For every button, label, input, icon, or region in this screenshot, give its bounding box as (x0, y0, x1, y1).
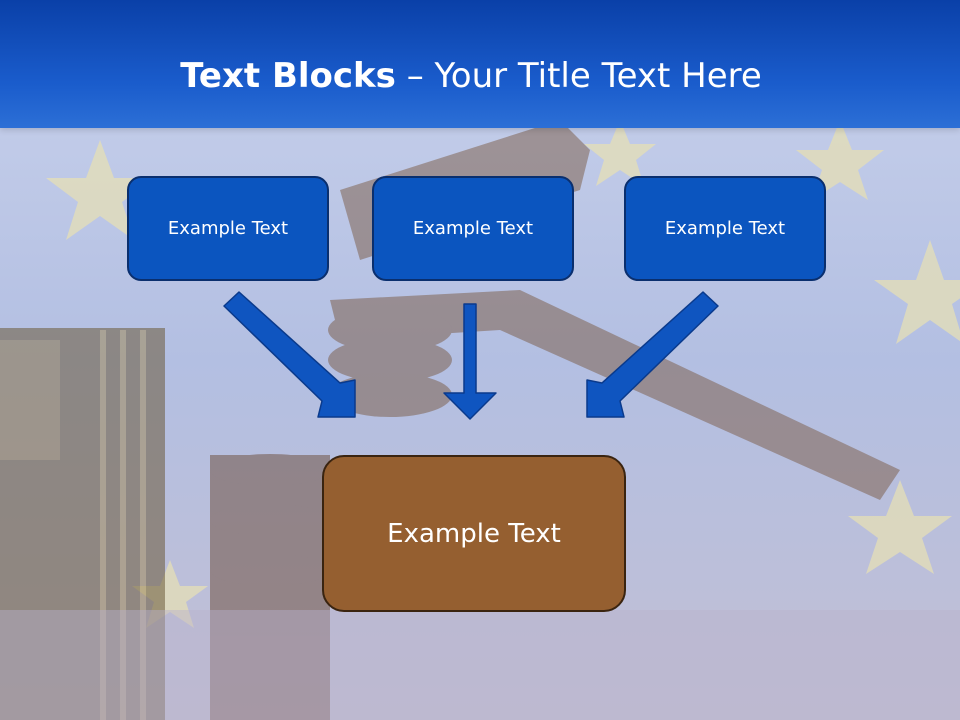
title-bold-text: Text Blocks (180, 56, 396, 96)
title-rest-text: Your Title Text Here (434, 56, 762, 96)
star-shape (848, 480, 952, 574)
star-shape (584, 120, 656, 186)
text-block-1-label: Example Text (167, 218, 289, 239)
result-block-label: Example Text (387, 518, 561, 549)
text-block-2-label: Example Text (412, 218, 534, 239)
text-block-3[interactable]: Example Text (624, 176, 826, 281)
result-block[interactable]: Example Text (322, 455, 626, 612)
arrow-right (586, 291, 719, 418)
star-shape (874, 240, 960, 344)
arrow-center (443, 303, 497, 420)
text-block-3-label: Example Text (664, 218, 786, 239)
star-shape (46, 140, 154, 240)
title-bar (0, 0, 960, 128)
title-separator: – (395, 56, 435, 96)
text-block-2[interactable]: Example Text (372, 176, 574, 281)
arrow-left (223, 291, 356, 418)
star-shape (132, 560, 208, 628)
slide-title: Text Blocks – Your Title Text Here (0, 54, 942, 98)
text-block-1[interactable]: Example Text (127, 176, 329, 281)
star-shape (796, 120, 884, 200)
